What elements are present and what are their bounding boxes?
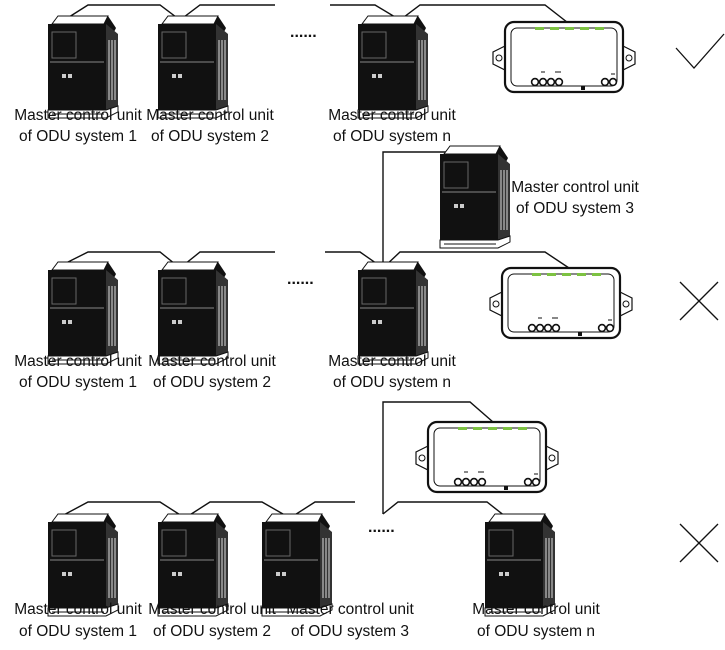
unit-label: Master control unit — [148, 601, 276, 618]
panel-3: ...... Master control unit of ODU system… — [14, 401, 719, 640]
outdoor-unit-icon — [47, 261, 119, 365]
cross-icon — [679, 523, 719, 563]
unit-label: Master control unit — [14, 601, 142, 618]
controller-icon — [414, 420, 560, 494]
unit-label: of ODU system 3 — [291, 623, 409, 640]
unit-label: of ODU system 1 — [19, 374, 137, 391]
unit-label: of ODU system 1 — [19, 128, 137, 145]
unit-label: Master control unit — [148, 353, 276, 370]
ellipsis: ...... — [287, 271, 314, 288]
unit-label: Master control unit — [14, 107, 142, 124]
panel-2: Master control unit of ODU system 3 ....… — [14, 145, 719, 391]
unit-label: of ODU system n — [333, 374, 451, 391]
outdoor-unit-icon — [47, 15, 119, 119]
check-icon — [675, 33, 725, 69]
controller-icon — [491, 20, 637, 94]
outdoor-unit-icon — [357, 15, 429, 119]
unit-label: of ODU system 2 — [153, 623, 271, 640]
outdoor-unit-icon — [357, 261, 429, 365]
unit-label: of ODU system 1 — [19, 623, 137, 640]
unit-label: Master control unit — [146, 107, 274, 124]
unit-label: Master control unit — [511, 179, 639, 196]
unit-label: Master control unit — [14, 353, 142, 370]
ellipsis: ...... — [368, 519, 395, 536]
unit-label: of ODU system n — [477, 623, 595, 640]
unit-label: Master control unit — [328, 107, 456, 124]
unit-label: of ODU system n — [333, 128, 451, 145]
unit-label: Master control unit — [472, 601, 600, 618]
unit-label: Master control unit — [328, 353, 456, 370]
unit-label: Master control unit — [286, 601, 414, 618]
outdoor-unit-icon — [157, 261, 229, 365]
unit-label: of ODU system 2 — [153, 374, 271, 391]
unit-label: of ODU system 3 — [516, 200, 634, 217]
controller-icon — [488, 266, 634, 340]
unit-label: of ODU system 2 — [151, 128, 269, 145]
panel-1: ...... Master control unit of ODU system… — [14, 4, 725, 145]
outdoor-unit-icon — [157, 15, 229, 119]
ellipsis: ...... — [290, 24, 317, 41]
cross-icon — [679, 281, 719, 321]
outdoor-unit-icon — [439, 145, 511, 249]
